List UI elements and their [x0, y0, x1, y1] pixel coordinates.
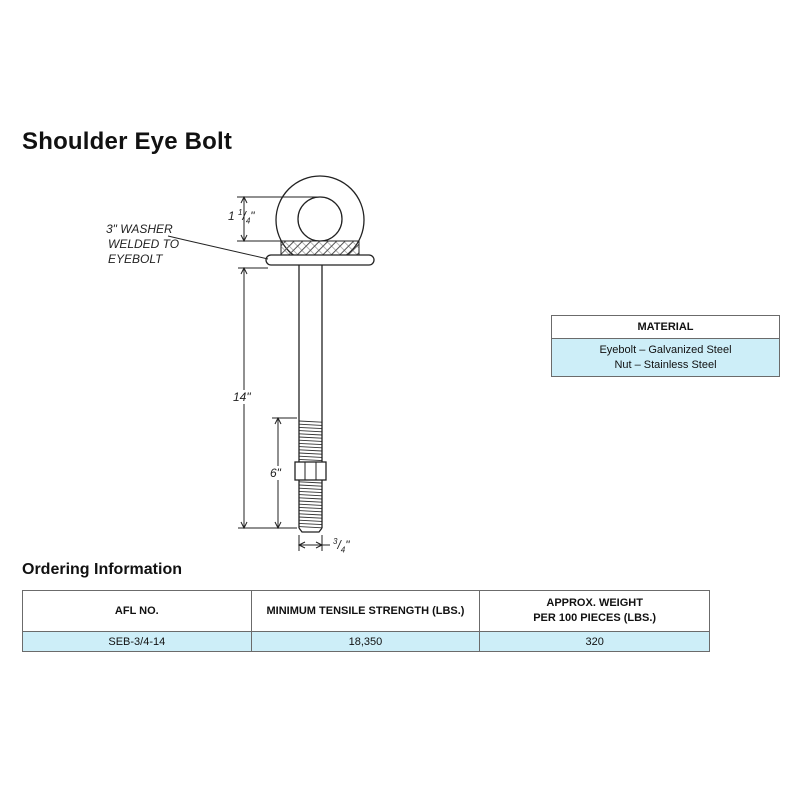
col-tensile-strength: MINIMUM TENSILE STRENGTH (LBS.) — [250, 590, 481, 632]
washer — [265, 254, 375, 266]
washer-callout: 3" WASHER WELDED TO EYEBOLT — [106, 222, 180, 266]
cell-afl-no: SEB-3/4-14 — [22, 631, 252, 652]
diameter-dimension — [297, 535, 330, 551]
thread-dimension-label: 6" — [270, 466, 281, 480]
ordering-title: Ordering Information — [22, 561, 182, 578]
diameter-dimension-label: 3/4" — [333, 537, 350, 555]
table-row: SEB-3/4-14 18,350 320 — [22, 631, 710, 652]
cell-weight: 320 — [479, 631, 710, 652]
material-line-eyebolt: Eyebolt – Galvanized Steel — [599, 343, 732, 356]
eye-dimension-label: 1 1/4" — [228, 208, 255, 226]
material-header: MATERIAL — [551, 315, 780, 339]
nut — [294, 461, 327, 481]
material-table: MATERIAL Eyebolt – Galvanized Steel Nut … — [551, 315, 780, 377]
col-weight: APPROX. WEIGHT PER 100 PIECES (LBS.) — [479, 590, 710, 632]
material-cell: Eyebolt – Galvanized Steel Nut – Stainle… — [551, 338, 780, 377]
material-line-nut: Nut – Stainless Steel — [614, 358, 717, 371]
eye-bolt-diagram — [167, 175, 375, 551]
threaded-section — [298, 420, 323, 529]
page-title: Shoulder Eye Bolt — [22, 128, 233, 155]
ordering-table: AFL NO. MINIMUM TENSILE STRENGTH (LBS.) … — [22, 590, 710, 652]
col-afl-no: AFL NO. — [22, 590, 252, 632]
callout-leader — [167, 235, 269, 260]
cell-tensile-strength: 18,350 — [250, 631, 481, 652]
eye-hole — [297, 196, 343, 242]
eye-dimension — [237, 195, 318, 243]
length-dimension-label: 14" — [233, 390, 251, 404]
ordering-header-row: AFL NO. MINIMUM TENSILE STRENGTH (LBS.) … — [22, 590, 710, 632]
